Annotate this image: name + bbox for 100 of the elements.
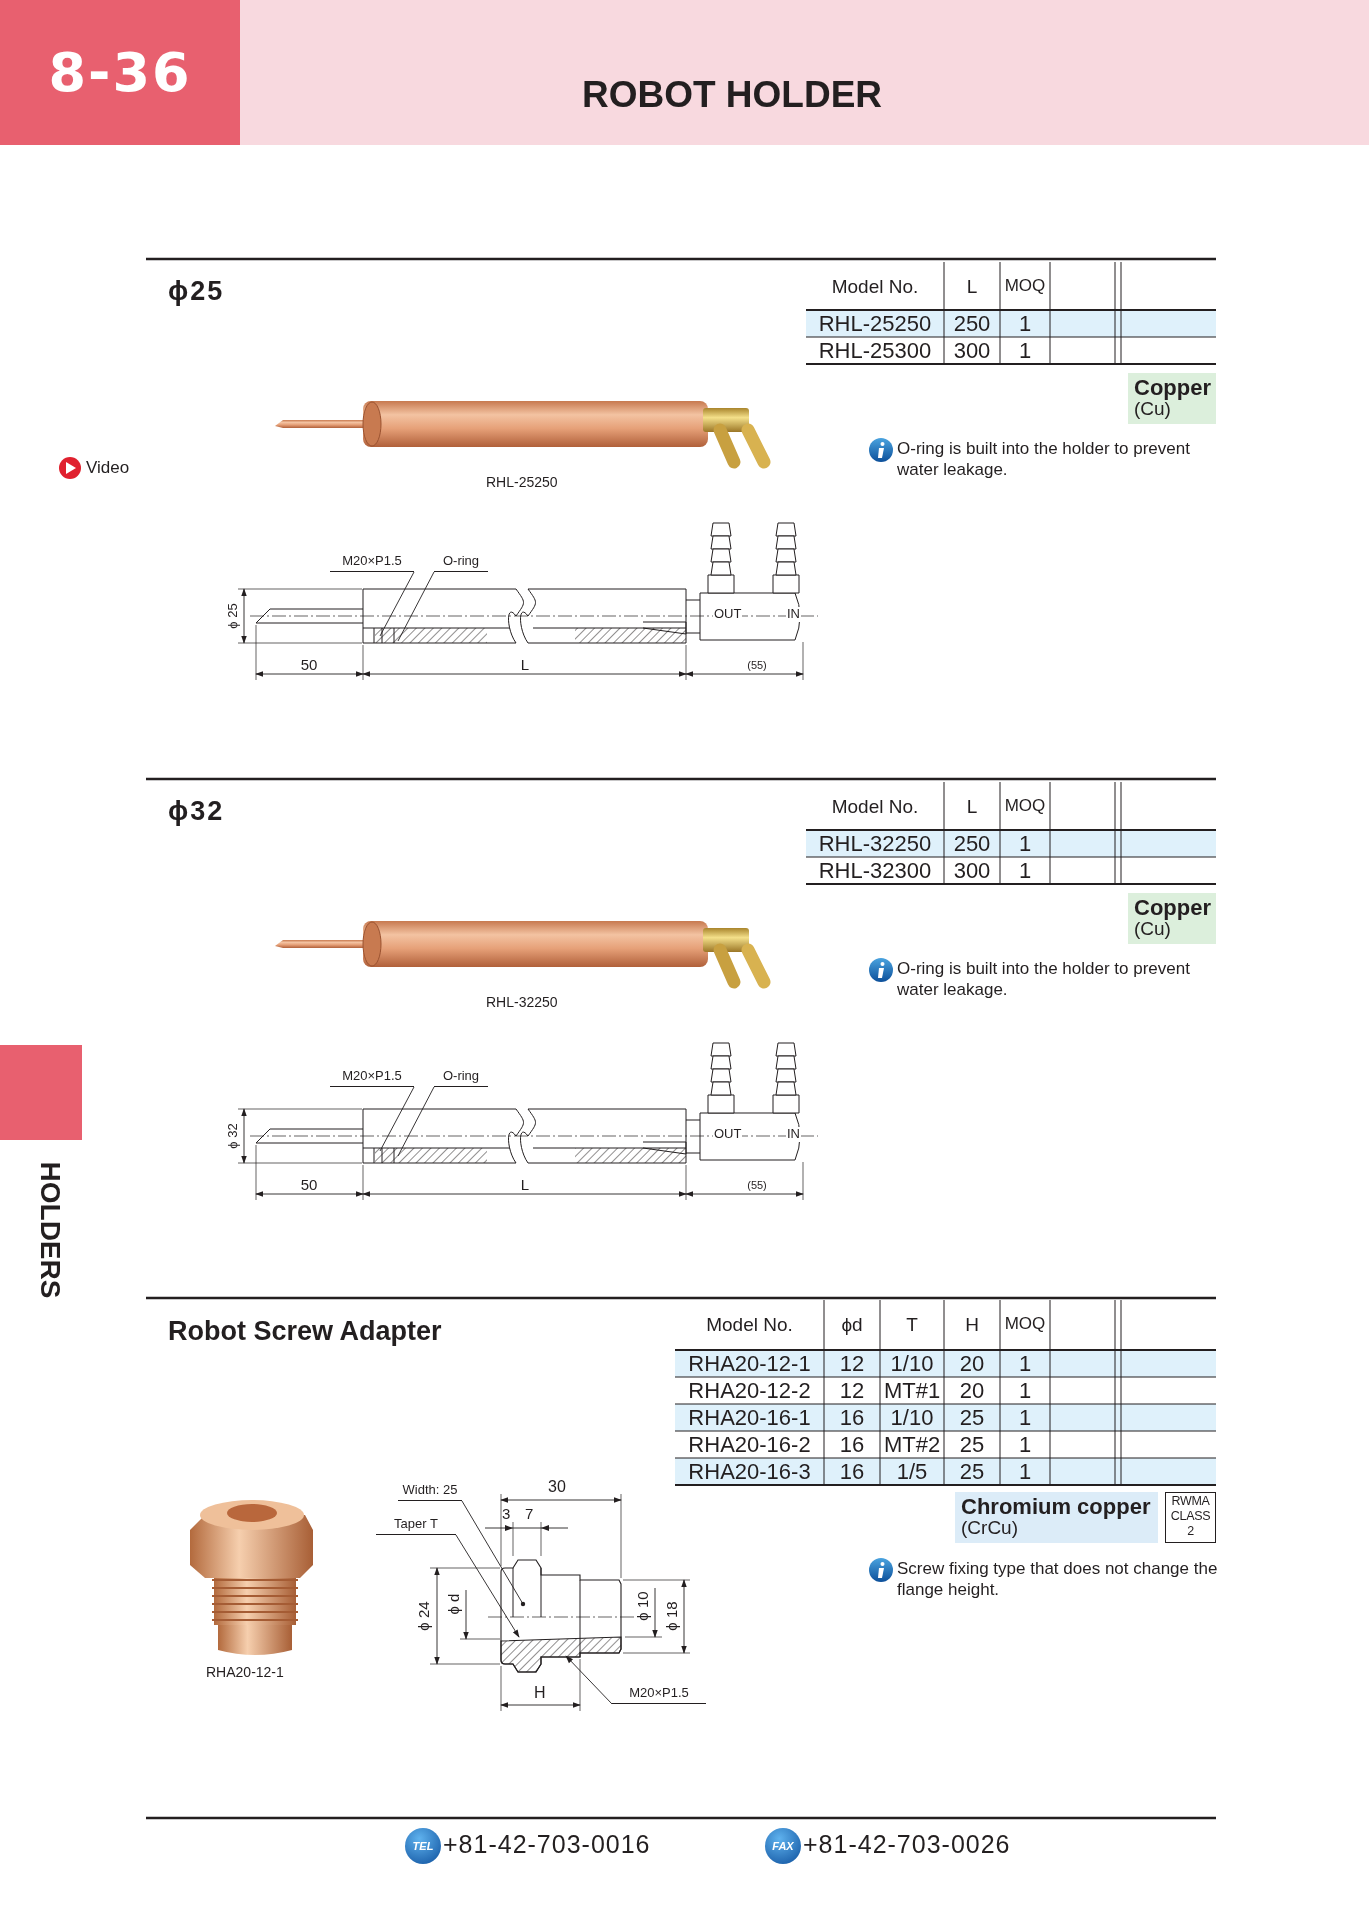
table-cell-text: 16 [838,1405,866,1430]
dimension-label: ϕ 25 [225,603,241,629]
column-header: ϕd [840,1314,864,1336]
dimension-label: 3 [502,1505,511,1523]
table-cell-text: 1/5 [895,1459,929,1484]
dimension-label: ϕ 10 [634,1591,652,1621]
material-panel [955,1492,1158,1543]
section-heading: ϕ25 [168,276,225,308]
side-tab [0,1045,82,1140]
callout-label: Taper T [376,1515,456,1535]
leader-line [379,571,415,637]
dimension-label: L [519,656,531,674]
port-label: IN [786,607,801,622]
material-panel [1128,373,1216,424]
class-badge: RWMA CLASS 2 [1165,1492,1216,1543]
dimension-label: H [534,1684,546,1703]
material-name: Chromium copper [961,1495,1152,1519]
table-cell-text: 1/10 [889,1351,935,1376]
table-cell-text: RHL-32300 [817,858,933,883]
material-name: Copper [1134,376,1210,400]
video-link: Video [86,458,130,478]
table-cell-text: MT#2 [882,1432,942,1457]
column-header: Model No. [830,796,920,818]
dimension-label: ϕ 18 [663,1601,681,1631]
callout-label: Width: 25 [398,1481,462,1501]
table-cell-text: 1 [1017,1432,1033,1457]
note-text: Screw fixing type that does not change the flange height. [897,1558,1219,1600]
table-cell-text: 16 [838,1432,866,1457]
table-cell-text: 25 [958,1405,986,1430]
table-cell-text: 1 [1017,338,1033,363]
table-cell-text: 1 [1017,858,1033,883]
dimension-label: 50 [299,1176,319,1194]
table-cell-text: RHA20-12-1 [687,1351,812,1376]
column-header: MOQ [1003,796,1047,816]
table-cell-text: 12 [838,1351,866,1376]
leader-line [397,571,435,642]
fax-number: +81-42-703-0026 [803,1830,1011,1859]
column-header: H [964,1314,980,1336]
material-symbol: (Cu) [1134,919,1171,940]
photo-caption: RHL-32250 [486,994,558,1011]
table-cell-text: 1 [1017,1459,1033,1484]
table-cell-text: 250 [952,831,992,856]
adapter-section-drawing [487,1559,637,1673]
leader-line [461,1500,524,1605]
dimension-label: 7 [525,1505,534,1523]
dimension-label: ϕ 24 [415,1601,433,1631]
table-cell-text: 25 [958,1459,986,1484]
section-heading: ϕ32 [168,796,225,828]
column-header: T [905,1314,919,1336]
column-header: Model No. [830,276,920,298]
table-cell-text: 20 [958,1351,986,1376]
contact-badge: TEL [405,1828,441,1864]
table-cell-text: 300 [952,858,992,883]
table-cell-text: RHA20-16-2 [687,1432,812,1457]
table-cell-text: 1 [1017,831,1033,856]
table-cell-text: RHL-25250 [817,311,933,336]
callout-label: M20×P1.5 [612,1684,706,1704]
leader-line [397,1086,435,1157]
material-symbol: (Cu) [1134,399,1171,420]
dimension-label: (55) [746,1179,768,1192]
table-cell-text: RHL-32250 [817,831,933,856]
phone-number: +81-42-703-0016 [443,1830,651,1859]
table-cell-text: 1 [1017,311,1033,336]
column-header: MOQ [1003,276,1047,296]
table-cell-text: 1 [1017,1351,1033,1376]
holder-section-drawing [249,1042,819,1164]
table-cell-text: 250 [952,311,992,336]
table-cell-text: RHL-25300 [817,338,933,363]
page-title: ROBOT HOLDER [581,74,883,117]
photo-caption: RHA20-12-1 [206,1664,284,1681]
contact-badge: FAX [765,1828,801,1864]
section-heading: Robot Screw Adapter [168,1316,442,1348]
material-panel [1128,893,1216,944]
column-header: L [965,796,979,818]
table-cell-text: RHA20-16-1 [687,1405,812,1430]
dimension-label: ϕ 32 [225,1123,241,1149]
side-tab-label: HOLDERS [34,1161,67,1299]
note-text: O-ring is built into the holder to prevent water leakage. [897,438,1191,480]
table-cell-text: RHA20-16-3 [687,1459,812,1484]
table-cell-text: 16 [838,1459,866,1484]
dimension-label: L [519,1176,531,1194]
dimension-label: 50 [299,656,319,674]
port-label: IN [786,1127,801,1142]
table-cell-text: MT#1 [882,1378,942,1403]
material-name: Copper [1134,896,1210,920]
table-cell-text: 1 [1017,1378,1033,1403]
column-header: L [965,276,979,298]
table-cell-text: RHA20-12-2 [687,1378,812,1403]
table-cell-text: 12 [838,1378,866,1403]
table-cell-text: 1 [1017,1405,1033,1430]
column-header: MOQ [1003,1314,1047,1334]
note-text: O-ring is built into the holder to prevent water leakage. [897,958,1191,1000]
leader-line [379,1086,415,1152]
dimension-label: (55) [746,659,768,672]
dimension-label: ϕ d [445,1593,463,1615]
table-cell-text: 1/10 [889,1405,935,1430]
dimension-label: 30 [548,1478,566,1497]
table-cell-text: 25 [958,1432,986,1457]
table-cell-text: 20 [958,1378,986,1403]
material-symbol: (CrCu) [961,1518,1019,1539]
